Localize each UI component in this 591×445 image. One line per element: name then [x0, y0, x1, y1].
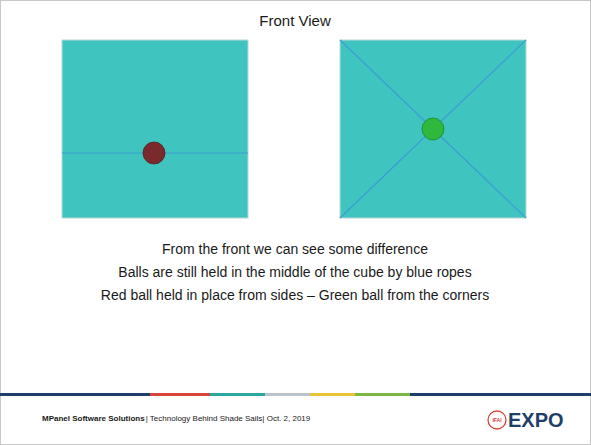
logo-word: EXPO: [508, 410, 564, 430]
rope: [340, 40, 526, 218]
green-ball: [422, 118, 444, 140]
logo-mark: IFAI: [492, 418, 501, 423]
footer-rule: [0, 393, 591, 396]
cube-face: [62, 40, 248, 218]
footer-company: MPanel Software Solutions: [42, 415, 145, 423]
body-text: Red ball held in place from sides – Gree…: [101, 288, 489, 302]
red-ball: [143, 142, 165, 164]
footer-text: | Technology Behind Shade Sails| Oct. 2,…: [146, 415, 311, 423]
cube-face: [340, 40, 526, 218]
body-text: From the front we can see some differenc…: [162, 242, 428, 256]
rope: [340, 40, 526, 218]
logo-ring: [488, 411, 506, 429]
body-text: Balls are still held in the middle of th…: [118, 265, 471, 279]
slide-title: Front View: [259, 12, 330, 29]
